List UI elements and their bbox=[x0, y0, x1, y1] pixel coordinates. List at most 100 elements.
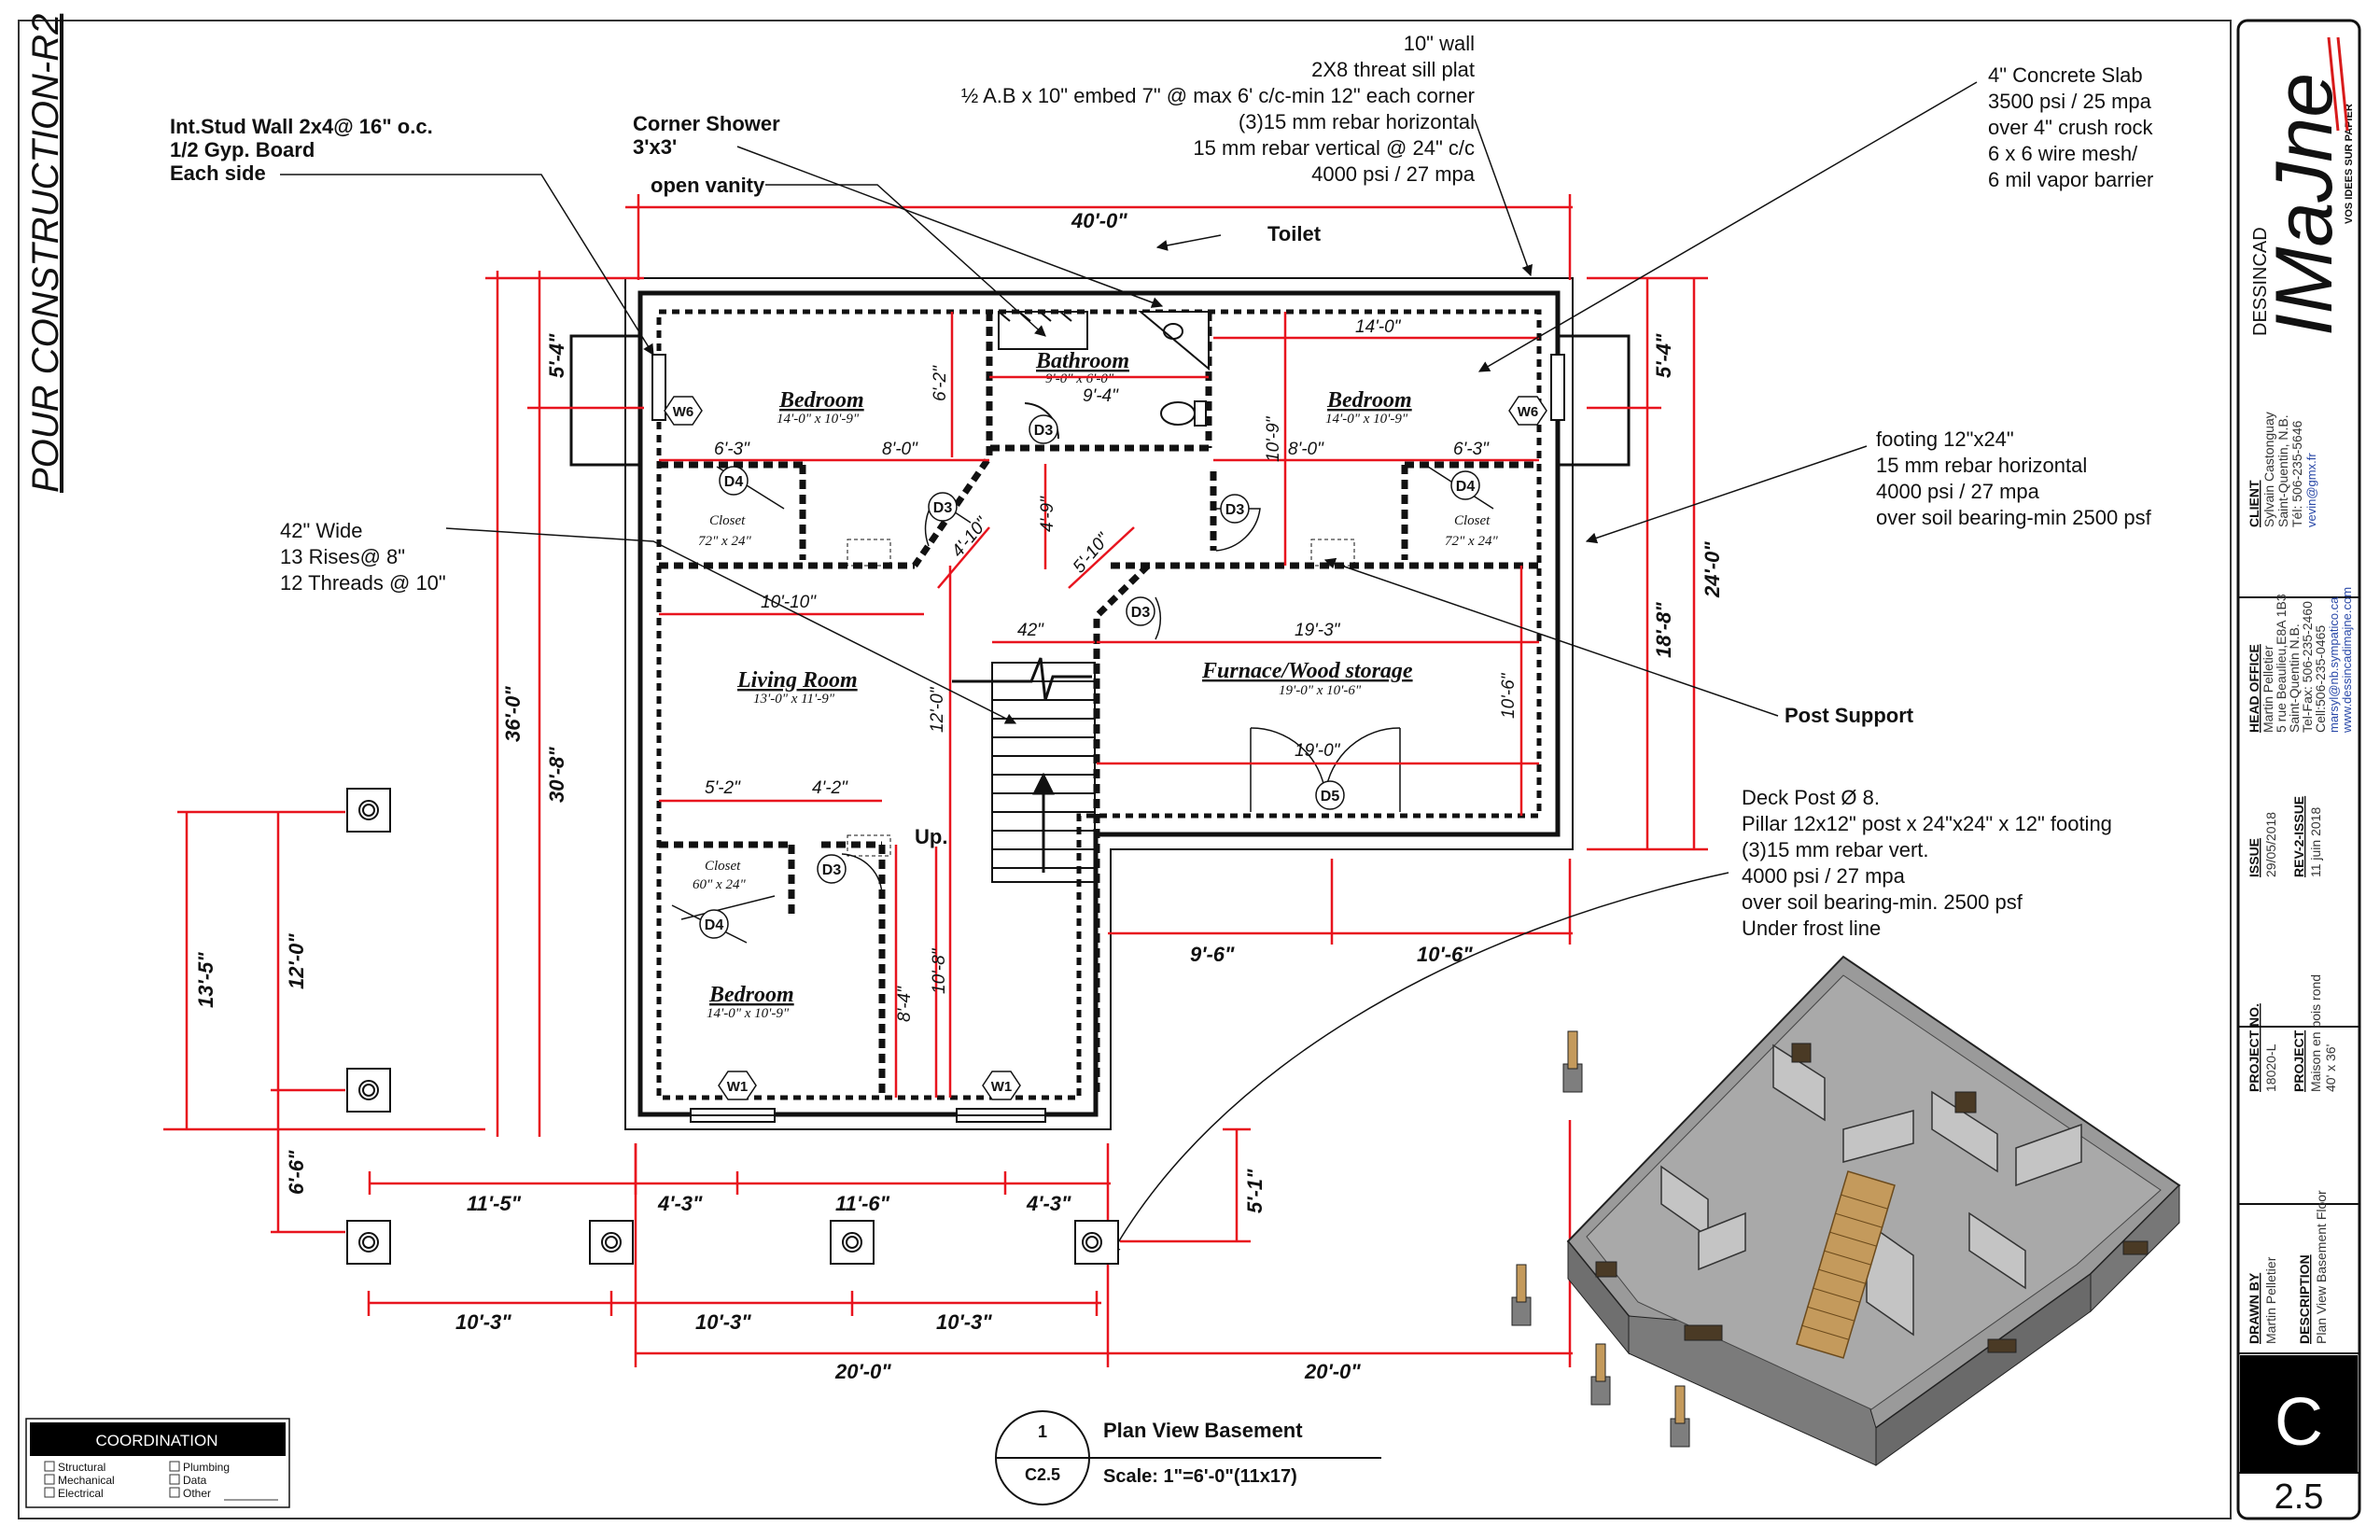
dim-i-10-9: 10'-9" bbox=[1264, 415, 1283, 462]
dim-v-30-8: 30'-8" bbox=[545, 747, 568, 803]
dim-i-8-0b: 8'-0" bbox=[1288, 440, 1324, 459]
note-wall-3: ½ A.B x 10" embed 7" @ max 6' c/c-min 12… bbox=[961, 84, 1475, 107]
dim-v-18-8: 18'-8" bbox=[1652, 602, 1675, 658]
dim-b-11-5: 11'-5" bbox=[467, 1192, 522, 1215]
note-footing-2: 15 mm rebar horizontal bbox=[1876, 454, 2087, 477]
view-number: 1 bbox=[1038, 1422, 1047, 1441]
window-wells bbox=[569, 334, 1631, 467]
dim-v-12: 12'-0" bbox=[285, 933, 308, 989]
project-line-1: Maison en bois rond bbox=[2308, 974, 2323, 1092]
interior-posts bbox=[847, 539, 1355, 857]
note-wall-6: 4000 psi / 27 mpa bbox=[1311, 162, 1476, 186]
note-toilet: Toilet bbox=[1267, 222, 1322, 245]
dim-v-5-1: 5'-1" bbox=[1243, 1169, 1267, 1213]
note-wall-5: 15 mm rebar vertical @ 24" c/c bbox=[1193, 136, 1475, 160]
office-line-2: 5 rue Beaulieu,E8A 1B3 bbox=[2274, 594, 2289, 733]
door-tags bbox=[699, 414, 1480, 939]
dim-i-10-6: 10'-6" bbox=[1499, 672, 1519, 719]
room-bedroom-nw-size: 14'-0" x 10'-9" bbox=[777, 412, 860, 427]
tag-w1-a: W1 bbox=[727, 1079, 749, 1095]
note-wall-2: 2X8 threat sill plat bbox=[1311, 58, 1475, 81]
stair-up-label: Up. bbox=[915, 825, 947, 848]
tag-d5: D5 bbox=[1321, 789, 1340, 805]
dim-i-5-2: 5'-2" bbox=[705, 778, 741, 798]
dim-i-14-0: 14'-0" bbox=[1355, 317, 1402, 337]
stair bbox=[952, 657, 1096, 883]
windows bbox=[651, 354, 1565, 1123]
dim-b-10-3a: 10'-3" bbox=[455, 1310, 511, 1334]
dimension-lines bbox=[163, 194, 1708, 1367]
dim-i-19-3: 19'-3" bbox=[1295, 621, 1341, 640]
tag-d3-sw: D3 bbox=[822, 862, 842, 878]
dim-i-6-3b: 6'-3" bbox=[1453, 440, 1490, 459]
room-bedroom-ne: Bedroom bbox=[1326, 388, 1412, 413]
rev-date: 11 juin 2018 bbox=[2308, 807, 2323, 877]
note-wall-1: 10" wall bbox=[1404, 32, 1475, 55]
client-line-1: Sylvain Castonguay bbox=[2261, 412, 2276, 527]
dim-i-6-2: 6'-2" bbox=[931, 365, 950, 401]
coord-electrical: Electrical bbox=[58, 1487, 104, 1500]
note-post-support: Post Support bbox=[1785, 704, 1914, 727]
dim-i-19-0: 19'-0" bbox=[1295, 741, 1341, 761]
tag-d4-ne: D4 bbox=[1456, 479, 1476, 495]
coord-plumbing: Plumbing bbox=[183, 1461, 230, 1474]
rev-heading: REV-2-ISSUE bbox=[2291, 796, 2306, 877]
client-line-3: Tél: 506-235-5646 bbox=[2289, 420, 2304, 527]
room-bathroom-size: 9'-0" x 6'-0" bbox=[1045, 371, 1114, 386]
dim-v-24: 24'-0" bbox=[1701, 541, 1724, 598]
room-furnace: Furnace/Wood storage bbox=[1201, 659, 1413, 683]
closet-ne-size: 72" x 24" bbox=[1445, 534, 1498, 549]
description-heading: DESCRIPTION bbox=[2297, 1254, 2312, 1344]
title-block-border bbox=[2236, 19, 2361, 1520]
sheet-number: 2.5 bbox=[2275, 1477, 2324, 1517]
room-living-size: 13'-0" x 11'-9" bbox=[753, 692, 835, 707]
closet-ne: Closet bbox=[1454, 513, 1491, 528]
room-bedroom-nw: Bedroom bbox=[778, 388, 864, 413]
sheet-title: POUR CONSTRUCTION-R2 bbox=[25, 14, 66, 493]
sheet-letter: C bbox=[2275, 1385, 2323, 1460]
logo-dessincad: DESSINCAD bbox=[2250, 227, 2271, 336]
drawn-by: Martin Pelletier bbox=[2263, 1256, 2278, 1344]
dim-b-20b: 20'-0" bbox=[1304, 1360, 1361, 1383]
client-line-4: vevin@gmx.fr bbox=[2304, 453, 2318, 527]
room-bathroom: Bathroom bbox=[1035, 349, 1129, 373]
coordination-title: COORDINATION bbox=[96, 1432, 218, 1449]
closet-sw: Closet bbox=[705, 859, 741, 874]
dim-top-40: 40'-0" bbox=[1071, 209, 1127, 232]
note-slab-4: 6 x 6 wire mesh/ bbox=[1988, 142, 2138, 165]
dim-i-4-2: 4'-2" bbox=[812, 778, 848, 798]
note-corner-shower-1: Corner Shower bbox=[633, 112, 780, 135]
deck-post-footings bbox=[346, 788, 1119, 1265]
dim-v-36: 36'-0" bbox=[501, 686, 525, 742]
dim-b-4-3b: 4'-3" bbox=[1026, 1192, 1071, 1215]
note-stairs-3: 12 Threads @ 10" bbox=[280, 571, 446, 595]
note-deck-4: 4000 psi / 27 mpa bbox=[1742, 864, 1906, 888]
note-stud-wall-1: Int.Stud Wall 2x4@ 16" o.c. bbox=[170, 115, 433, 138]
leader-lines bbox=[280, 81, 1978, 1257]
view-scale: Scale: 1"=6'-0"(11x17) bbox=[1103, 1466, 1297, 1487]
dim-i-9-4: 9'-4" bbox=[1083, 386, 1119, 406]
closet-sw-size: 60" x 24" bbox=[693, 877, 746, 892]
view-label bbox=[995, 1410, 1381, 1505]
coordination-checkboxes bbox=[44, 1461, 180, 1498]
view-sheet-ref: C2.5 bbox=[1025, 1465, 1060, 1484]
note-slab-5: 6 mil vapor barrier bbox=[1988, 168, 2153, 191]
tag-w6-west: W6 bbox=[673, 404, 694, 420]
dim-i-10-10: 10'-10" bbox=[761, 593, 817, 612]
tag-d3-ne: D3 bbox=[1225, 502, 1245, 518]
office-heading: HEAD OFFICE bbox=[2247, 644, 2261, 733]
office-line-7: www.dessincadimajne.com bbox=[2340, 587, 2354, 734]
office-line-5: Cell:506-235-0465 bbox=[2313, 625, 2328, 733]
dim-b-4-3a: 4'-3" bbox=[657, 1192, 703, 1215]
client-heading: CLIENT bbox=[2247, 480, 2261, 527]
dim-i-8-0a: 8'-0" bbox=[882, 440, 918, 459]
drawn-by-heading: DRAWN BY bbox=[2247, 1272, 2261, 1344]
tag-w6-east: W6 bbox=[1518, 404, 1539, 420]
note-open-vanity: open vanity bbox=[651, 174, 765, 197]
coord-data: Data bbox=[183, 1474, 207, 1487]
dim-v-5-4-left: 5'-4" bbox=[545, 333, 568, 378]
note-stud-wall-3: Each side bbox=[170, 161, 266, 185]
project-heading: PROJECT bbox=[2291, 1029, 2306, 1092]
room-living: Living Room bbox=[736, 668, 858, 693]
note-deck-5: over soil bearing-min. 2500 psf bbox=[1742, 890, 2023, 914]
